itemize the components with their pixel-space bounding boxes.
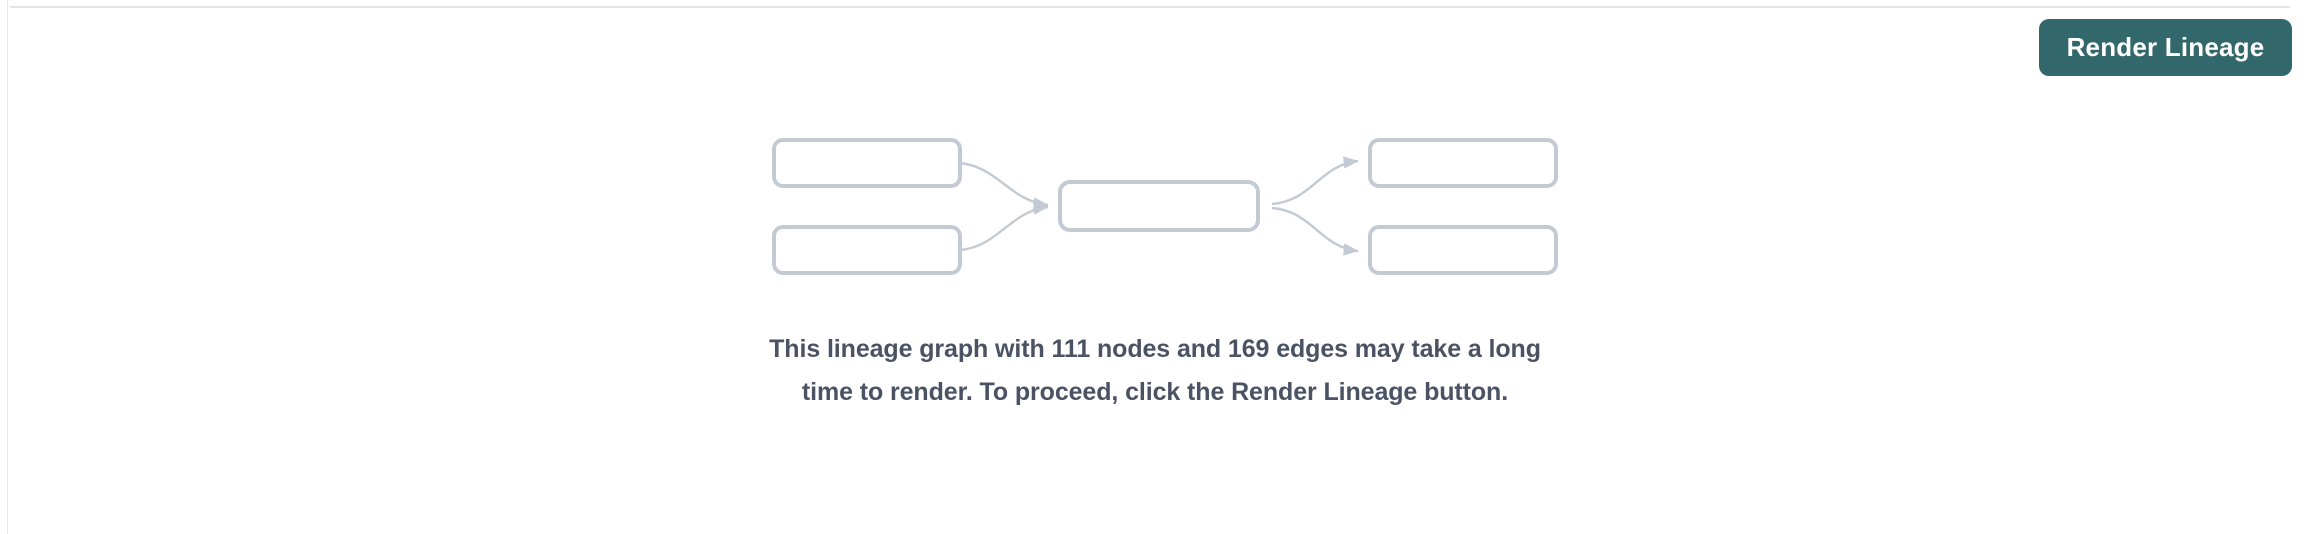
edge-left-bottom-to-center	[959, 202, 1049, 252]
lineage-warning-message: This lineage graph with 111 nodes and 16…	[769, 335, 1541, 406]
render-lineage-button[interactable]: Render Lineage	[2039, 19, 2292, 76]
edge-center-to-right-bottom	[1271, 206, 1359, 256]
graph-node-right-top	[1368, 138, 1558, 188]
edge-left-top-to-center	[959, 161, 1049, 210]
panel-top-divider	[10, 6, 2290, 8]
lineage-graph-placeholder	[760, 125, 1560, 285]
graph-node-left-top	[772, 138, 962, 188]
graph-node-right-bottom	[1368, 225, 1558, 275]
lineage-graph-svg	[772, 138, 1558, 275]
graph-node-center	[1058, 180, 1260, 232]
panel-left-divider	[7, 0, 8, 534]
edge-center-to-right-top	[1271, 156, 1359, 206]
graph-node-left-bottom	[772, 225, 962, 275]
